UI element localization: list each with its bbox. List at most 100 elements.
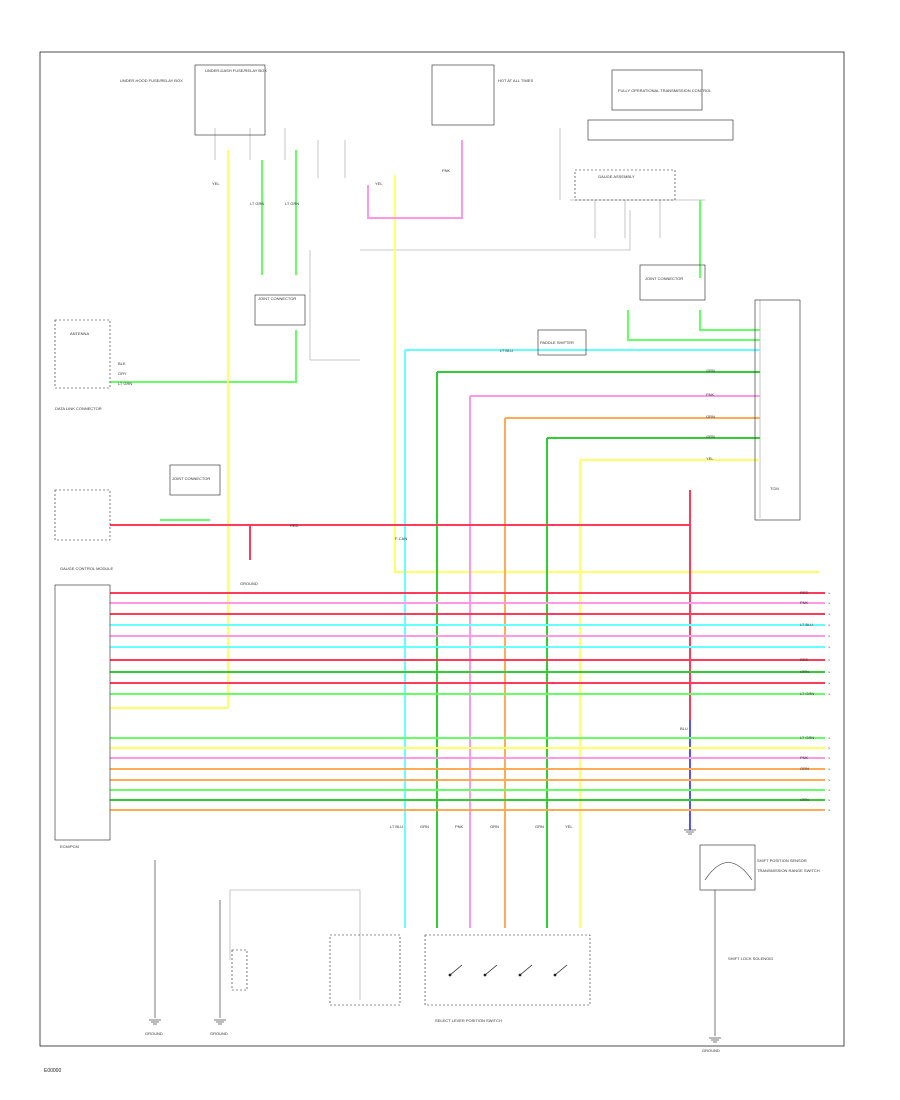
data-link-connector-label: DATA LINK CONNECTOR [55,406,102,411]
joint-connector-2 [639,264,706,301]
wire-tag-25: GRN [535,824,544,829]
joint-connector-1-label: JOINT CONNECTOR [258,296,296,301]
outer-frame [39,51,845,1047]
wire-tag-14: RED [800,657,809,662]
underhood-fuse-box-label: UNDER-HOOD FUSE/RELAY BOX [120,78,183,83]
bus-end-tick-6: > [828,658,831,663]
wire-tag-23: PNK [455,824,464,829]
paddle-shifter-label: PADDLE SHIFTER [540,340,574,345]
underhood-fuse-box [194,64,266,136]
lever-switch-node-3 [553,973,557,977]
ground-2-label: GROUND [210,1031,228,1036]
antenna-label: ANTENNA [70,331,89,336]
lever-switch-contact-0 [449,964,463,976]
fuse-note-label: FULLY OPERATIONAL TRANSMISSION CONTROL [618,88,712,93]
ground-1-label: GROUND [145,1031,163,1036]
wire-tag-0: YEL [212,181,220,186]
ground-symbol-2 [709,1037,721,1043]
bus-end-tick-15: > [828,788,831,793]
wire-ltgrn-jc-b [627,310,760,341]
connector-note-box [587,119,734,141]
bus-label-label: F-CAN [395,536,407,541]
shift-lock-solenoid-label: SHIFT LOCK SOLENOID [728,956,773,961]
antenna-box [54,319,111,389]
lever-switch-node-0 [448,973,452,977]
joint-connector-top [574,169,676,201]
wire-tag-2: LT GRN [285,201,299,206]
bus-end-tick-2: > [828,612,831,617]
under-dash-fuse-box-label: UNDER-DASH FUSE/RELAY BOX [205,68,267,73]
wire-ltgrn-jc-c [699,310,760,331]
bus-end-tick-16: > [828,798,831,803]
select-lever-switch-left [329,934,401,1006]
wire-tag-17: LT GRN [800,735,814,740]
bus-end-tick-8: > [828,681,831,686]
transmission-range-sensor [699,844,756,891]
bus-end-tick-9: > [828,692,831,697]
components [54,64,801,1043]
wire-tag-16: LT GRN [800,691,814,696]
bus-end-tick-11: > [828,746,831,751]
lever-switch-contact-3 [554,964,568,976]
fuse-note-box [611,69,703,111]
wire-ltgrn-antenna [110,330,297,383]
wire-tag-15: GRN [800,669,809,674]
wire-tag-11: RED [800,590,809,595]
wire-tag-12: PNK [800,600,809,605]
bus-end-tick-14: > [828,778,831,783]
wire-tag-20: GRN [800,797,809,802]
wire-labels: >>>>>>>>>>>>>>>>>>UNDER-HOOD FUSE/RELAY … [55,68,831,1053]
lever-switch-contact-2 [519,964,533,976]
wire-tag-10: YEL [706,456,714,461]
wire-tag-19: ORN [800,766,809,771]
ground-symbol-3 [684,829,696,835]
wire-tag-6: GRN [706,368,715,373]
wire-tag-22: GRN [420,824,429,829]
bus-end-tick-17: > [828,808,831,813]
bus-end-tick-1: > [828,601,831,606]
page-id: E00000 [44,1068,62,1074]
gauge-assembly-label: GAUGE ASSEMBLY [598,174,635,179]
ground-symbol-0 [149,1019,161,1025]
gray-wire-11 [360,210,631,251]
wire-tag-4: PNK [442,168,451,173]
wire-tag-7: PNK [706,392,715,397]
gauge-control-module-label: GAUGE CONTROL MODULE [60,566,114,571]
wire-tag-30: GRY [118,371,127,376]
wire-tag-29: BLK [118,361,126,366]
gray-wire-14 [230,889,361,1000]
bus-end-tick-3: > [828,623,831,628]
ground-symbol-1 [214,1019,226,1025]
wires [110,128,825,1036]
wire-tag-8: ORN [706,414,715,419]
wire-tag-28: RED [290,523,299,528]
bus-end-tick-10: > [828,736,831,741]
lever-switch-node-2 [518,973,522,977]
transmission-range-switch-label: TRANSMISSION RANGE SWITCH [757,868,820,873]
wire-pnk-fuse [367,140,463,219]
ecm-pcm-label: ECM/PCM [60,844,79,849]
wire-tag-9: GRN [706,434,715,439]
ground-4-label: GROUND [240,581,258,586]
select-lever-switch-right [424,934,591,1006]
hot-at-all-times-label: HOT AT ALL TIMES [498,78,533,83]
ecm-pcm-box [54,584,111,841]
joint-connector-1 [254,294,306,326]
wire-tag-26: YEL [565,824,573,829]
wire-tag-24: ORN [490,824,499,829]
joint-connector-2-label: JOINT CONNECTOR [645,276,683,281]
shift-position-sensor-label: SHIFT POSITION SENSOR [757,858,807,863]
bus-end-tick-4: > [828,634,831,639]
paddle-shifter-label-box [537,329,587,356]
select-lever-position-switch-label: SELECT LEVER POSITION SWITCH [435,1018,502,1023]
bus-end-tick-0: > [828,591,831,596]
wire-tag-5: LT BLU [500,348,513,353]
wire-tag-1: LT GRN [250,201,264,206]
diagram-frame [39,51,845,1047]
hot-at-all-times-fuse [431,64,495,126]
wire-tag-13: LT BLU [800,622,813,627]
joint-connector-3 [169,464,221,496]
wire-yel-ecm-bus [394,175,820,573]
wire-tag-3: YEL [375,181,383,186]
